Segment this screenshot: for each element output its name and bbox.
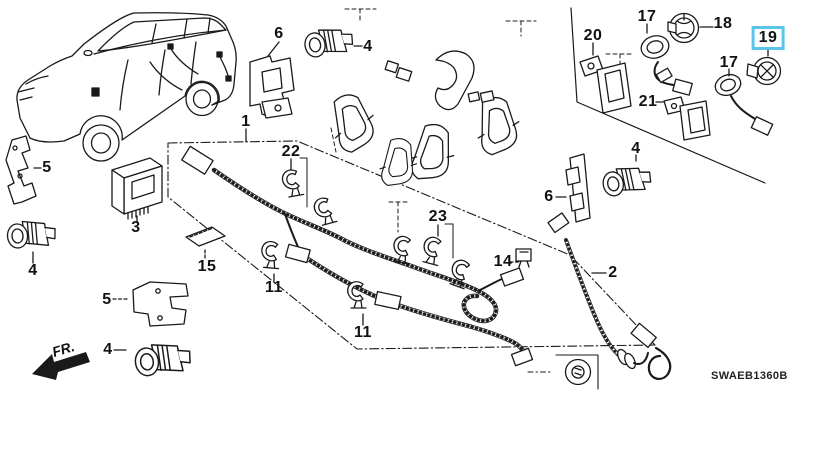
callout-11-bottom[interactable]: 11 bbox=[354, 324, 372, 341]
inset-boundary bbox=[570, 7, 766, 184]
part-5-bracket-upper bbox=[5, 135, 42, 205]
callout-20-bracket[interactable]: 20 bbox=[583, 27, 603, 44]
part-15-card bbox=[185, 226, 226, 259]
callout-6-right[interactable]: 6 bbox=[544, 188, 554, 205]
leader-lines bbox=[273, 158, 521, 326]
part-17-retainer-top bbox=[640, 23, 693, 96]
callout-21-bracket[interactable]: 21 bbox=[638, 93, 658, 110]
callout-2-harness[interactable]: 2 bbox=[608, 264, 618, 281]
callout-4-right[interactable]: 4 bbox=[631, 140, 641, 157]
vehicle-outline bbox=[16, 12, 237, 162]
callout-1-harness[interactable]: 1 bbox=[241, 113, 251, 130]
callout-4-bottom[interactable]: 4 bbox=[103, 341, 113, 358]
part-1-phantom-outline bbox=[167, 128, 656, 350]
callout-5-lower[interactable]: 5 bbox=[102, 291, 112, 308]
part-3-control-unit bbox=[111, 157, 163, 223]
grommet-detail bbox=[527, 354, 599, 390]
callout-23-clip[interactable]: 23 bbox=[428, 208, 448, 225]
part-14-clip bbox=[515, 248, 532, 268]
callout-4-top[interactable]: 4 bbox=[363, 38, 373, 55]
guide-brackets bbox=[299, 157, 454, 259]
callout-18-cap[interactable]: 18 bbox=[713, 15, 733, 32]
part-19-cap bbox=[746, 47, 782, 86]
callout-5-upper[interactable]: 5 bbox=[42, 159, 52, 176]
callout-6-top[interactable]: 6 bbox=[274, 25, 284, 42]
callout-14-clip[interactable]: 14 bbox=[493, 253, 513, 270]
retainer-brackets bbox=[324, 50, 523, 190]
callout-11-left[interactable]: 11 bbox=[265, 279, 283, 296]
part-20-bracket bbox=[579, 42, 632, 114]
part-2-harness bbox=[547, 212, 672, 380]
part-6-bracket-right bbox=[555, 153, 591, 223]
callout-19-cap[interactable]: 19 bbox=[751, 26, 785, 50]
part-18-cap bbox=[667, 12, 714, 44]
part-6-bracket-top bbox=[249, 41, 295, 119]
part-21-bracket bbox=[655, 96, 711, 141]
callout-17-right[interactable]: 17 bbox=[719, 54, 739, 71]
position-markers bbox=[330, 8, 635, 233]
diagram-code: SWAEB1360B bbox=[711, 370, 788, 382]
callout-3-unit[interactable]: 3 bbox=[131, 219, 141, 236]
part-5-bracket-lower bbox=[112, 281, 189, 327]
callout-15-card[interactable]: 15 bbox=[197, 258, 217, 275]
fr-arrow-icon bbox=[32, 352, 90, 380]
callout-17-top[interactable]: 17 bbox=[637, 8, 657, 25]
callout-22-clip[interactable]: 22 bbox=[281, 143, 301, 160]
part-17-retainer-right bbox=[714, 68, 774, 136]
part-4-sensors bbox=[5, 23, 654, 378]
callout-4-left[interactable]: 4 bbox=[28, 262, 38, 279]
